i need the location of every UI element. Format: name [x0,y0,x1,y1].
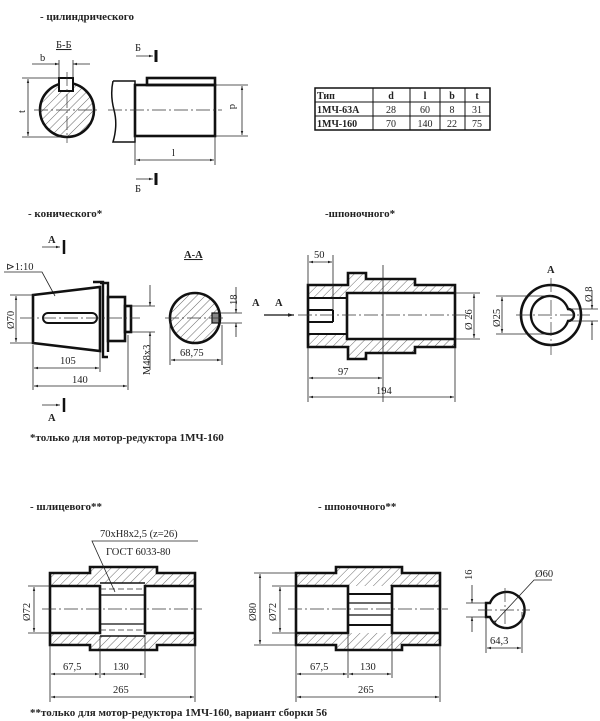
footnote-1: *только для мотор-редуктора 1МЧ-160 [30,432,224,444]
dim-140: 140 [72,375,88,386]
dim-265: 265 [113,685,129,696]
table-header-l: l [424,91,427,102]
dim-68-75: 68,75 [180,348,204,359]
dim-194: 194 [376,386,393,397]
dim-thread: М48х3 [142,345,153,375]
footnote-2: **только для мотор-редуктора 1МЧ-160, ва… [30,707,328,719]
conical-shaft-drawing: - конического* А ⊳1:10 Ø70 105 140 М48х3… [4,208,260,424]
keyed-hollow-shaft-drawing: -шпоночного* А 50 97 194 Ø 26 А Ø25 Ø 8 [264,208,598,402]
cylindrical-title: - цилиндрического [40,11,134,23]
cut-mark-bottom: А [48,413,56,424]
splined-title: - шлицевого** [30,501,103,513]
dim-dia-72: Ø72 [268,603,279,621]
section-a-label: А [547,265,555,276]
cut-mark-bottom: Б [135,184,141,195]
table-cell: 8 [450,105,455,116]
dim-dia-25: Ø25 [492,309,503,327]
dim-t: t [17,110,28,113]
table-cell: 70 [386,119,396,130]
cone-body [31,285,102,353]
cut-mark-top: Б [135,43,141,54]
spline-spec-line1: 70хН8х2,5 (z=26) [100,529,178,540]
keyed2-title: - шпоночного** [318,501,397,513]
table-cell: 140 [418,119,433,130]
table-header-t: t [475,91,479,102]
cut-mark-top: А [48,235,56,246]
section-bb-label: Б-Б [56,40,72,51]
dim-67-5: 67,5 [63,662,81,673]
spline-spec-line2: ГОСТ 6033-80 [106,547,171,558]
dim-d: d [227,104,238,110]
table-cell: 75 [472,119,482,130]
dimension-table: Тип d l b t 1МЧ-63А 28 60 8 31 1МЧ-160 7… [314,87,491,131]
dim-dia-72: Ø72 [22,603,33,621]
table-cell: 28 [386,105,396,116]
table-header-d: d [388,91,394,102]
section-aa-label: А-А [184,250,203,261]
dim-l: l [172,148,175,159]
table-cell: 1МЧ-63А [317,105,360,116]
dim-dia-70: Ø70 [6,311,17,329]
dim-dia-60: Ø60 [535,569,553,580]
key-square [58,77,74,92]
dim-dia-80: Ø80 [248,603,259,621]
dim-105: 105 [60,356,76,367]
dim-b: b [40,53,45,64]
view-arrow-label: А [252,298,260,309]
dim-130: 130 [360,662,376,673]
dim-130: 130 [113,662,129,673]
table-header-type: Тип [317,91,335,102]
table-cell: 1МЧ-160 [317,119,357,130]
keyed-title: -шпоночного* [325,208,396,220]
dim-dia-8: Ø 8 [584,287,595,302]
table-header-b: b [449,91,455,102]
dim-dia-26: Ø 26 [464,309,475,330]
table-cell: 31 [472,105,482,116]
table-cell: 22 [447,119,457,130]
splined-shaft-drawing: - шлицевого** 70хН8х2,5 (z=26) ГОСТ 6033… [22,501,202,702]
nut [106,295,127,343]
cylindrical-shaft-drawing: - цилиндрического Б-Б b t d l Б Б [17,11,248,195]
conical-title: - конического* [28,208,103,220]
shaft-stub [110,80,136,143]
view-arrow-label: А [275,298,283,309]
dim-265: 265 [358,685,374,696]
keyway-top [145,76,217,87]
dim-key-16: 16 [464,570,475,581]
dim-67-5: 67,5 [310,662,328,673]
dim-50: 50 [314,250,325,261]
dim-64-3: 64,3 [490,636,508,647]
shaft-body [133,83,217,138]
dim-97: 97 [338,367,349,378]
table-cell: 60 [420,105,430,116]
dim-key-18: 18 [229,295,240,306]
taper-label: ⊳1:10 [6,262,33,273]
keyed-hollow-shaft-2-drawing: - шпоночного** Ø80 Ø72 67,5 130 265 Ø60 … [248,501,553,702]
